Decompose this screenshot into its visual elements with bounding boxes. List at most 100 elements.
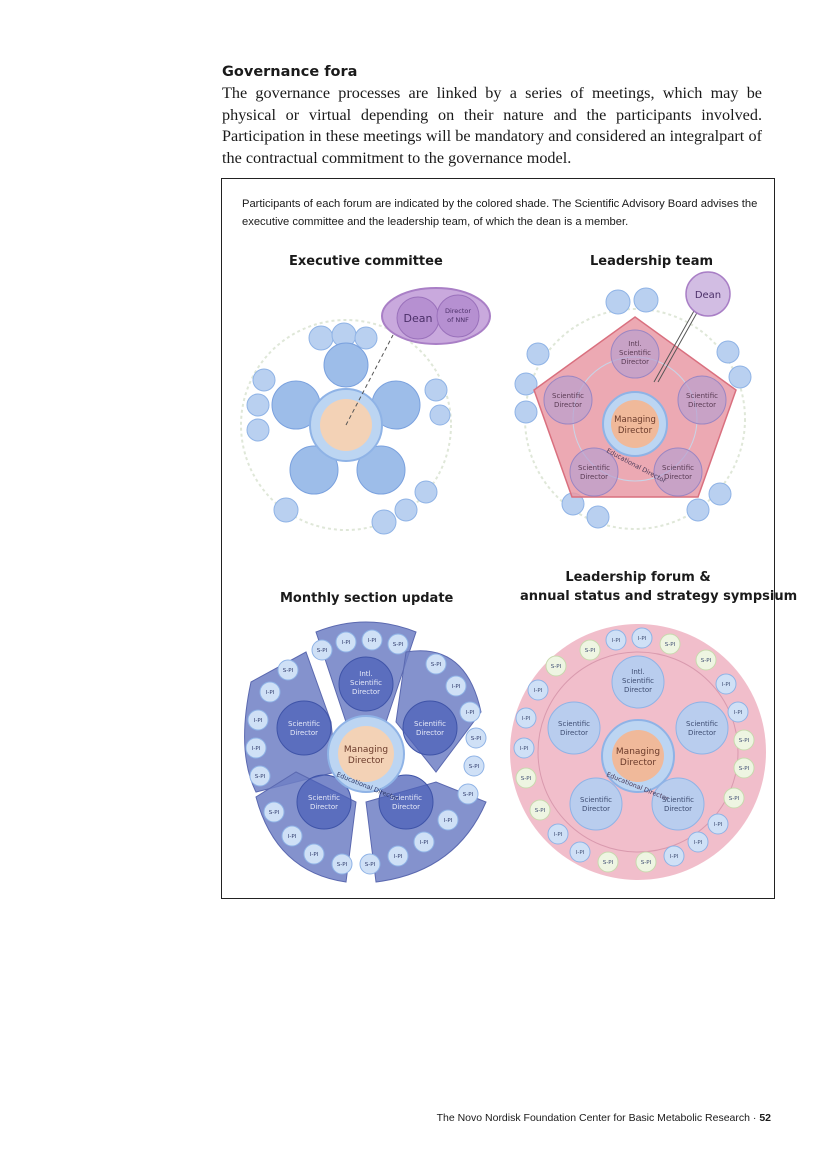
svg-text:S-PI: S-PI <box>255 774 266 780</box>
svg-text:Intl.: Intl. <box>359 670 372 678</box>
page-number: 52 <box>759 1112 771 1124</box>
svg-text:I-PI: I-PI <box>420 840 429 846</box>
svg-text:Scientific: Scientific <box>686 720 718 728</box>
svg-text:S-PI: S-PI <box>535 808 546 814</box>
svg-text:I-PI: I-PI <box>342 640 351 646</box>
svg-text:Director: Director <box>310 803 338 811</box>
leadership-forum-title-line1: Leadership forum & <box>565 570 711 585</box>
director-nnf-circle <box>436 294 480 338</box>
svg-text:I-PI: I-PI <box>254 718 263 724</box>
svg-text:S-PI: S-PI <box>729 796 740 802</box>
dean-circle <box>685 271 731 317</box>
svg-text:Scientific: Scientific <box>662 464 694 472</box>
section-heading: Governance fora <box>222 64 358 80</box>
governance-figure-frame <box>221 178 775 899</box>
svg-text:S-PI: S-PI <box>337 862 348 868</box>
svg-text:I-PI: I-PI <box>670 854 679 860</box>
svg-text:I-PI: I-PI <box>694 840 703 846</box>
svg-text:Managing: Managing <box>616 747 660 757</box>
svg-text:Director: Director <box>688 401 716 409</box>
pi-circles <box>513 627 755 873</box>
svg-text:Scientific: Scientific <box>552 392 584 400</box>
exec-dean-label: Dean <box>404 312 433 325</box>
svg-text:Scientific: Scientific <box>578 464 610 472</box>
svg-text:Director: Director <box>416 729 444 737</box>
svg-text:Scientific: Scientific <box>414 720 446 728</box>
svg-text:I-PI: I-PI <box>734 710 743 716</box>
monthly-section-update-title: Monthly section update <box>280 591 454 606</box>
svg-text:Director: Director <box>290 729 318 737</box>
pi-circles <box>245 629 487 875</box>
svg-text:S-PI: S-PI <box>317 648 328 654</box>
svg-text:S-PI: S-PI <box>393 642 404 648</box>
svg-text:S-PI: S-PI <box>739 738 750 744</box>
svg-text:Intl.: Intl. <box>628 340 641 348</box>
svg-text:I-PI: I-PI <box>522 716 531 722</box>
svg-text:Scientific: Scientific <box>686 392 718 400</box>
svg-text:I-PI: I-PI <box>452 684 461 690</box>
leadership-forum-diagram: Intl. Scientific Director Scientific Dir… <box>510 624 766 880</box>
svg-text:I-PI: I-PI <box>252 746 261 752</box>
svg-text:Scientific: Scientific <box>619 349 651 357</box>
svg-text:I-PI: I-PI <box>288 834 297 840</box>
svg-text:Director: Director <box>620 758 656 768</box>
svg-text:I-PI: I-PI <box>368 638 377 644</box>
svg-text:I-PI: I-PI <box>722 682 731 688</box>
leadership-team-diagram: Dean Intl. Scientific Director Scientifi… <box>514 271 752 530</box>
svg-text:Intl.: Intl. <box>631 668 644 676</box>
outer-ring-circles <box>246 322 451 535</box>
executive-committee-title: Executive committee <box>289 254 443 269</box>
svg-text:Director: Director <box>554 401 582 409</box>
svg-text:Director: Director <box>621 358 649 366</box>
svg-text:I-PI: I-PI <box>444 818 453 824</box>
svg-text:S-PI: S-PI <box>471 736 482 742</box>
svg-text:I-PI: I-PI <box>612 638 621 644</box>
monthly-section-update-diagram: Intl. Scientific Director Scientific Dir… <box>244 621 487 883</box>
page-footer: The Novo Nordisk Foundation Center for B… <box>437 1112 771 1124</box>
svg-text:I-PI: I-PI <box>466 710 475 716</box>
svg-text:I-PI: I-PI <box>554 832 563 838</box>
svg-text:S-PI: S-PI <box>603 860 614 866</box>
svg-text:S-PI: S-PI <box>469 764 480 770</box>
svg-text:S-PI: S-PI <box>551 664 562 670</box>
leadership-team-title: Leadership team <box>590 254 714 269</box>
svg-text:Director: Director <box>392 803 420 811</box>
leadership-forum-title: Leadership forum & annual status and str… <box>520 568 797 606</box>
figure-caption: Participants of each forum are indicated… <box>242 198 758 228</box>
svg-text:S-PI: S-PI <box>585 648 596 654</box>
svg-text:S-PI: S-PI <box>283 668 294 674</box>
svg-text:S-PI: S-PI <box>431 662 442 668</box>
svg-text:Director: Director <box>582 805 610 813</box>
leadership-forum-title-line2: annual status and strategy sympsium <box>520 589 798 604</box>
svg-text:Director: Director <box>560 729 588 737</box>
svg-text:I-PI: I-PI <box>576 850 585 856</box>
svg-text:Director: Director <box>580 473 608 481</box>
svg-text:Director: Director <box>688 729 716 737</box>
svg-text:I-PI: I-PI <box>266 690 275 696</box>
svg-text:I-PI: I-PI <box>394 854 403 860</box>
intro-paragraph: The governance processes are linked by a… <box>222 84 762 167</box>
svg-text:Scientific: Scientific <box>662 796 694 804</box>
svg-text:S-PI: S-PI <box>739 766 750 772</box>
svg-text:I-PI: I-PI <box>520 746 529 752</box>
exec-director-label-1: Director <box>445 307 471 315</box>
svg-text:Director: Director <box>348 756 384 766</box>
sd-circles <box>271 342 421 495</box>
svg-text:I-PI: I-PI <box>714 822 723 828</box>
svg-text:S-PI: S-PI <box>641 860 652 866</box>
svg-text:S-PI: S-PI <box>365 862 376 868</box>
footer-text: The Novo Nordisk Foundation Center for B… <box>436 1112 760 1124</box>
executive-committee-diagram: Dean Director of NNF <box>240 287 491 535</box>
svg-text:Managing: Managing <box>614 415 656 425</box>
svg-text:Director: Director <box>664 805 692 813</box>
svg-text:S-PI: S-PI <box>269 810 280 816</box>
svg-text:Scientific: Scientific <box>288 720 320 728</box>
svg-text:Director: Director <box>618 426 653 436</box>
svg-text:Scientific: Scientific <box>350 679 382 687</box>
svg-text:Managing: Managing <box>344 745 388 755</box>
svg-text:Scientific: Scientific <box>390 794 422 802</box>
svg-text:Director: Director <box>664 473 692 481</box>
svg-text:I-PI: I-PI <box>534 688 543 694</box>
svg-text:Scientific: Scientific <box>580 796 612 804</box>
svg-text:I-PI: I-PI <box>638 636 647 642</box>
